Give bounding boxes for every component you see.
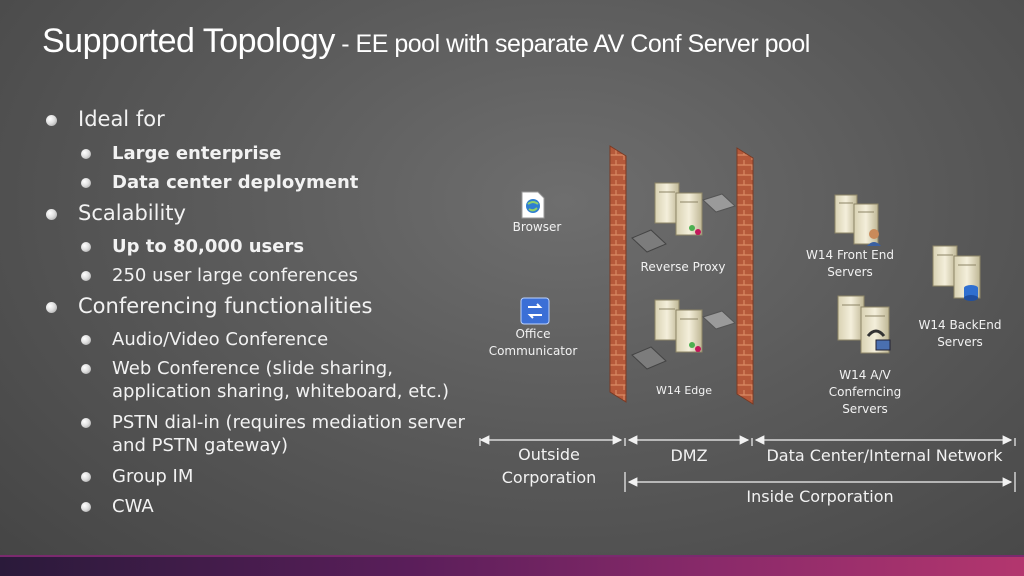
front-end-label: W14 Front End Servers (795, 247, 905, 281)
bullet-item: and PSTN gateway) (112, 435, 289, 456)
zone-internal-label: Data Center/Internal Network (766, 446, 1003, 465)
zone-outside-line2: Corporation (501, 468, 597, 487)
bullet-item: Scalability (78, 201, 186, 225)
bullet-marker (81, 364, 91, 374)
reverse-proxy-servers (631, 182, 736, 253)
bullet-item: Ideal for (78, 107, 165, 131)
zone-arrows (479, 435, 1016, 492)
bullet-item: Group IM (112, 466, 194, 487)
bullet-marker (46, 209, 57, 220)
page-title: Supported Topology - EE pool with separa… (42, 22, 810, 61)
av-label-line2: Conferncing (828, 385, 902, 399)
bullet-marker (81, 271, 91, 281)
bullet-item: CWA (112, 496, 154, 517)
firewall-left (609, 145, 627, 403)
backend-servers (932, 245, 981, 301)
av-servers (837, 295, 891, 354)
bullet-item: Audio/Video Conference (112, 329, 329, 350)
av-label-line3: Servers (842, 402, 888, 416)
bullet-item: 250 user large conferences (112, 265, 358, 286)
zone-dmz-label: DMZ (670, 446, 708, 465)
footer-divider (0, 555, 1024, 557)
footer-bar (0, 557, 1024, 576)
communicator-label-line2: Communicator (488, 344, 578, 358)
bullet-item: Up to 80,000 users (112, 236, 305, 257)
bullet-item: Conferencing functionalities (78, 294, 373, 318)
bullet-item: PSTN dial-in (requires mediation server (112, 412, 465, 433)
front-end-label-line2: Servers (827, 265, 873, 279)
edge-servers (631, 299, 736, 370)
title-subtitle: - EE pool with separate AV Conf Server p… (334, 30, 810, 58)
zone-outside-line1: Outside (518, 445, 580, 464)
av-label-line1: W14 A/V (839, 368, 891, 382)
bullet-item: Large enterprise (112, 143, 282, 164)
bullet-marker (46, 115, 57, 126)
communicator-icon (520, 297, 550, 325)
bullet-marker (81, 335, 91, 345)
zone-outside-label: Outside Corporation (484, 443, 614, 489)
front-end-servers (834, 194, 881, 246)
browser-label: Browser (512, 220, 562, 234)
title-main: Supported Topology (42, 22, 335, 60)
bullet-marker (81, 472, 91, 482)
front-end-label-line1: W14 Front End (806, 248, 894, 262)
bullet-marker (81, 502, 91, 512)
bullet-marker (81, 242, 91, 252)
reverse-proxy-label: Reverse Proxy (640, 260, 726, 274)
bullet-marker (81, 178, 91, 188)
browser-icon (521, 191, 545, 219)
communicator-label: Office Communicator (483, 326, 583, 360)
backend-label: W14 BackEnd Servers (910, 317, 1010, 351)
backend-label-line2: Servers (937, 335, 983, 349)
edge-label: W14 Edge (655, 384, 713, 397)
av-label: W14 A/V Conferncing Servers (815, 367, 915, 418)
firewall-right (736, 147, 754, 405)
communicator-label-line1: Office (515, 327, 551, 341)
bullet-marker (46, 302, 57, 313)
bullet-item: application sharing, whiteboard, etc.) (112, 381, 449, 402)
zone-inside-label: Inside Corporation (746, 487, 894, 506)
bullet-item: Data center deployment (112, 172, 359, 193)
backend-label-line1: W14 BackEnd (918, 318, 1002, 332)
bullet-marker (81, 418, 91, 428)
bullet-marker (81, 149, 91, 159)
bullet-item: Web Conference (slide sharing, (112, 358, 393, 379)
